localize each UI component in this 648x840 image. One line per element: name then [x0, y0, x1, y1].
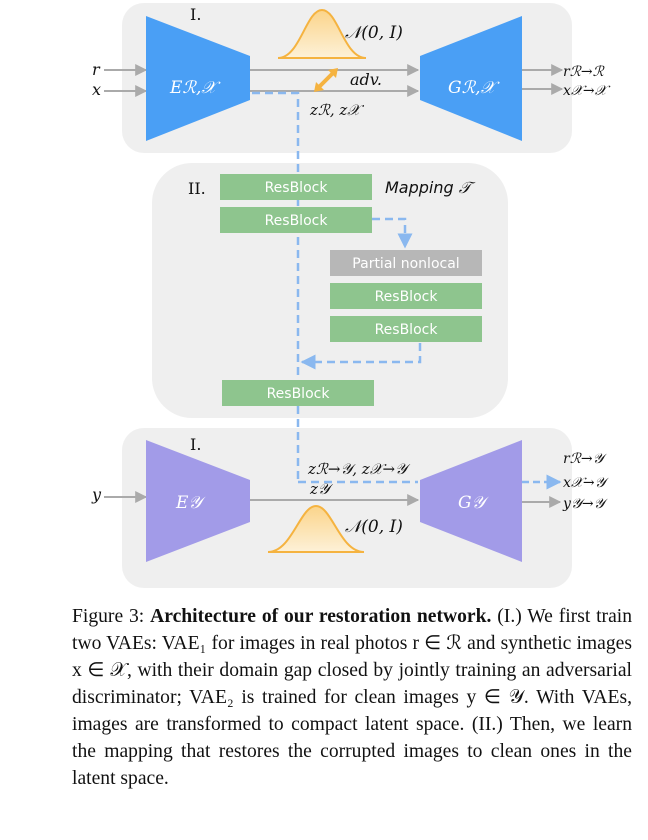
dashed-path-encoder-to-mapping: [252, 91, 300, 172]
dashed-path-branch-in: [372, 217, 413, 249]
resblock-2-label: ResBlock: [265, 213, 329, 229]
adv-label: adv.: [350, 70, 382, 89]
resblock-3-label: ResBlock: [375, 289, 439, 305]
encoder-rx-label: Eℛ,𝒳: [169, 78, 221, 98]
resblock-4-label: ResBlock: [375, 322, 439, 338]
input-x-label: x: [92, 80, 101, 99]
output-x-y-label: x𝒳→𝒴: [563, 475, 610, 491]
output-x-x-label: x𝒳→𝒳: [563, 83, 611, 99]
generator-rx: [420, 16, 522, 141]
caption-title: Architecture of our restoration network.: [150, 606, 492, 627]
stage-label-bottom: I.: [190, 435, 201, 454]
latent-y-label: z𝒴: [309, 480, 334, 498]
adversarial-arrow-icon: [314, 68, 338, 92]
normal-top-label: 𝒩(0, I): [345, 23, 403, 43]
dashed-path-branch-out: [300, 343, 422, 370]
resblock-5-label: ResBlock: [267, 386, 331, 402]
partial-nonlocal-label: Partial nonlocal: [352, 256, 459, 272]
output-r-y-label: rℛ→𝒴: [563, 451, 608, 467]
caption-body: (I.) We first train two VAEs: VAE₁ for i…: [72, 606, 633, 789]
latent-mapped-label: zℛ→𝒴, z𝒳→𝒴: [307, 460, 411, 478]
resblock-3: ResBlock: [330, 283, 482, 309]
encoder-rx: [146, 16, 250, 141]
generator-y-label: G𝒴: [458, 493, 490, 513]
encoder-y-label: E𝒴: [175, 493, 206, 513]
generator-y: [420, 440, 522, 562]
gaussian-top-icon: [277, 8, 367, 59]
input-r-label: r: [92, 60, 101, 79]
architecture-diagram: I. II. I. r x Eℛ,𝒳 Gℛ,𝒳 𝒩(0, I) adv. rℛ→…: [91, 3, 611, 588]
gaussian-bottom-icon: [267, 504, 365, 553]
generator-rx-label: Gℛ,𝒳: [448, 78, 501, 98]
partial-nonlocal-block: Partial nonlocal: [330, 250, 482, 276]
figure-caption: Figure 3: Architecture of our restoratio…: [72, 603, 632, 792]
encoder-y: [146, 440, 250, 562]
latent-rx-label: zℛ, z𝒳: [309, 101, 364, 119]
caption-label: Figure 3:: [72, 606, 145, 627]
normal-bottom-label: 𝒩(0, I): [345, 517, 403, 537]
resblock-1-label: ResBlock: [265, 180, 329, 196]
resblock-2: ResBlock: [220, 207, 372, 233]
resblock-5: ResBlock: [222, 380, 374, 406]
output-y-y-label: y𝒴→𝒴: [562, 496, 609, 512]
stage-label-mapping: II.: [188, 179, 206, 198]
resblock-4: ResBlock: [330, 316, 482, 342]
resblock-1: ResBlock: [220, 174, 372, 200]
output-r-r-label: rℛ→ℛ: [563, 64, 605, 80]
input-y-label: y: [91, 485, 102, 504]
stage-label-top: I.: [190, 5, 201, 24]
mapping-title: Mapping 𝒯: [385, 178, 476, 197]
